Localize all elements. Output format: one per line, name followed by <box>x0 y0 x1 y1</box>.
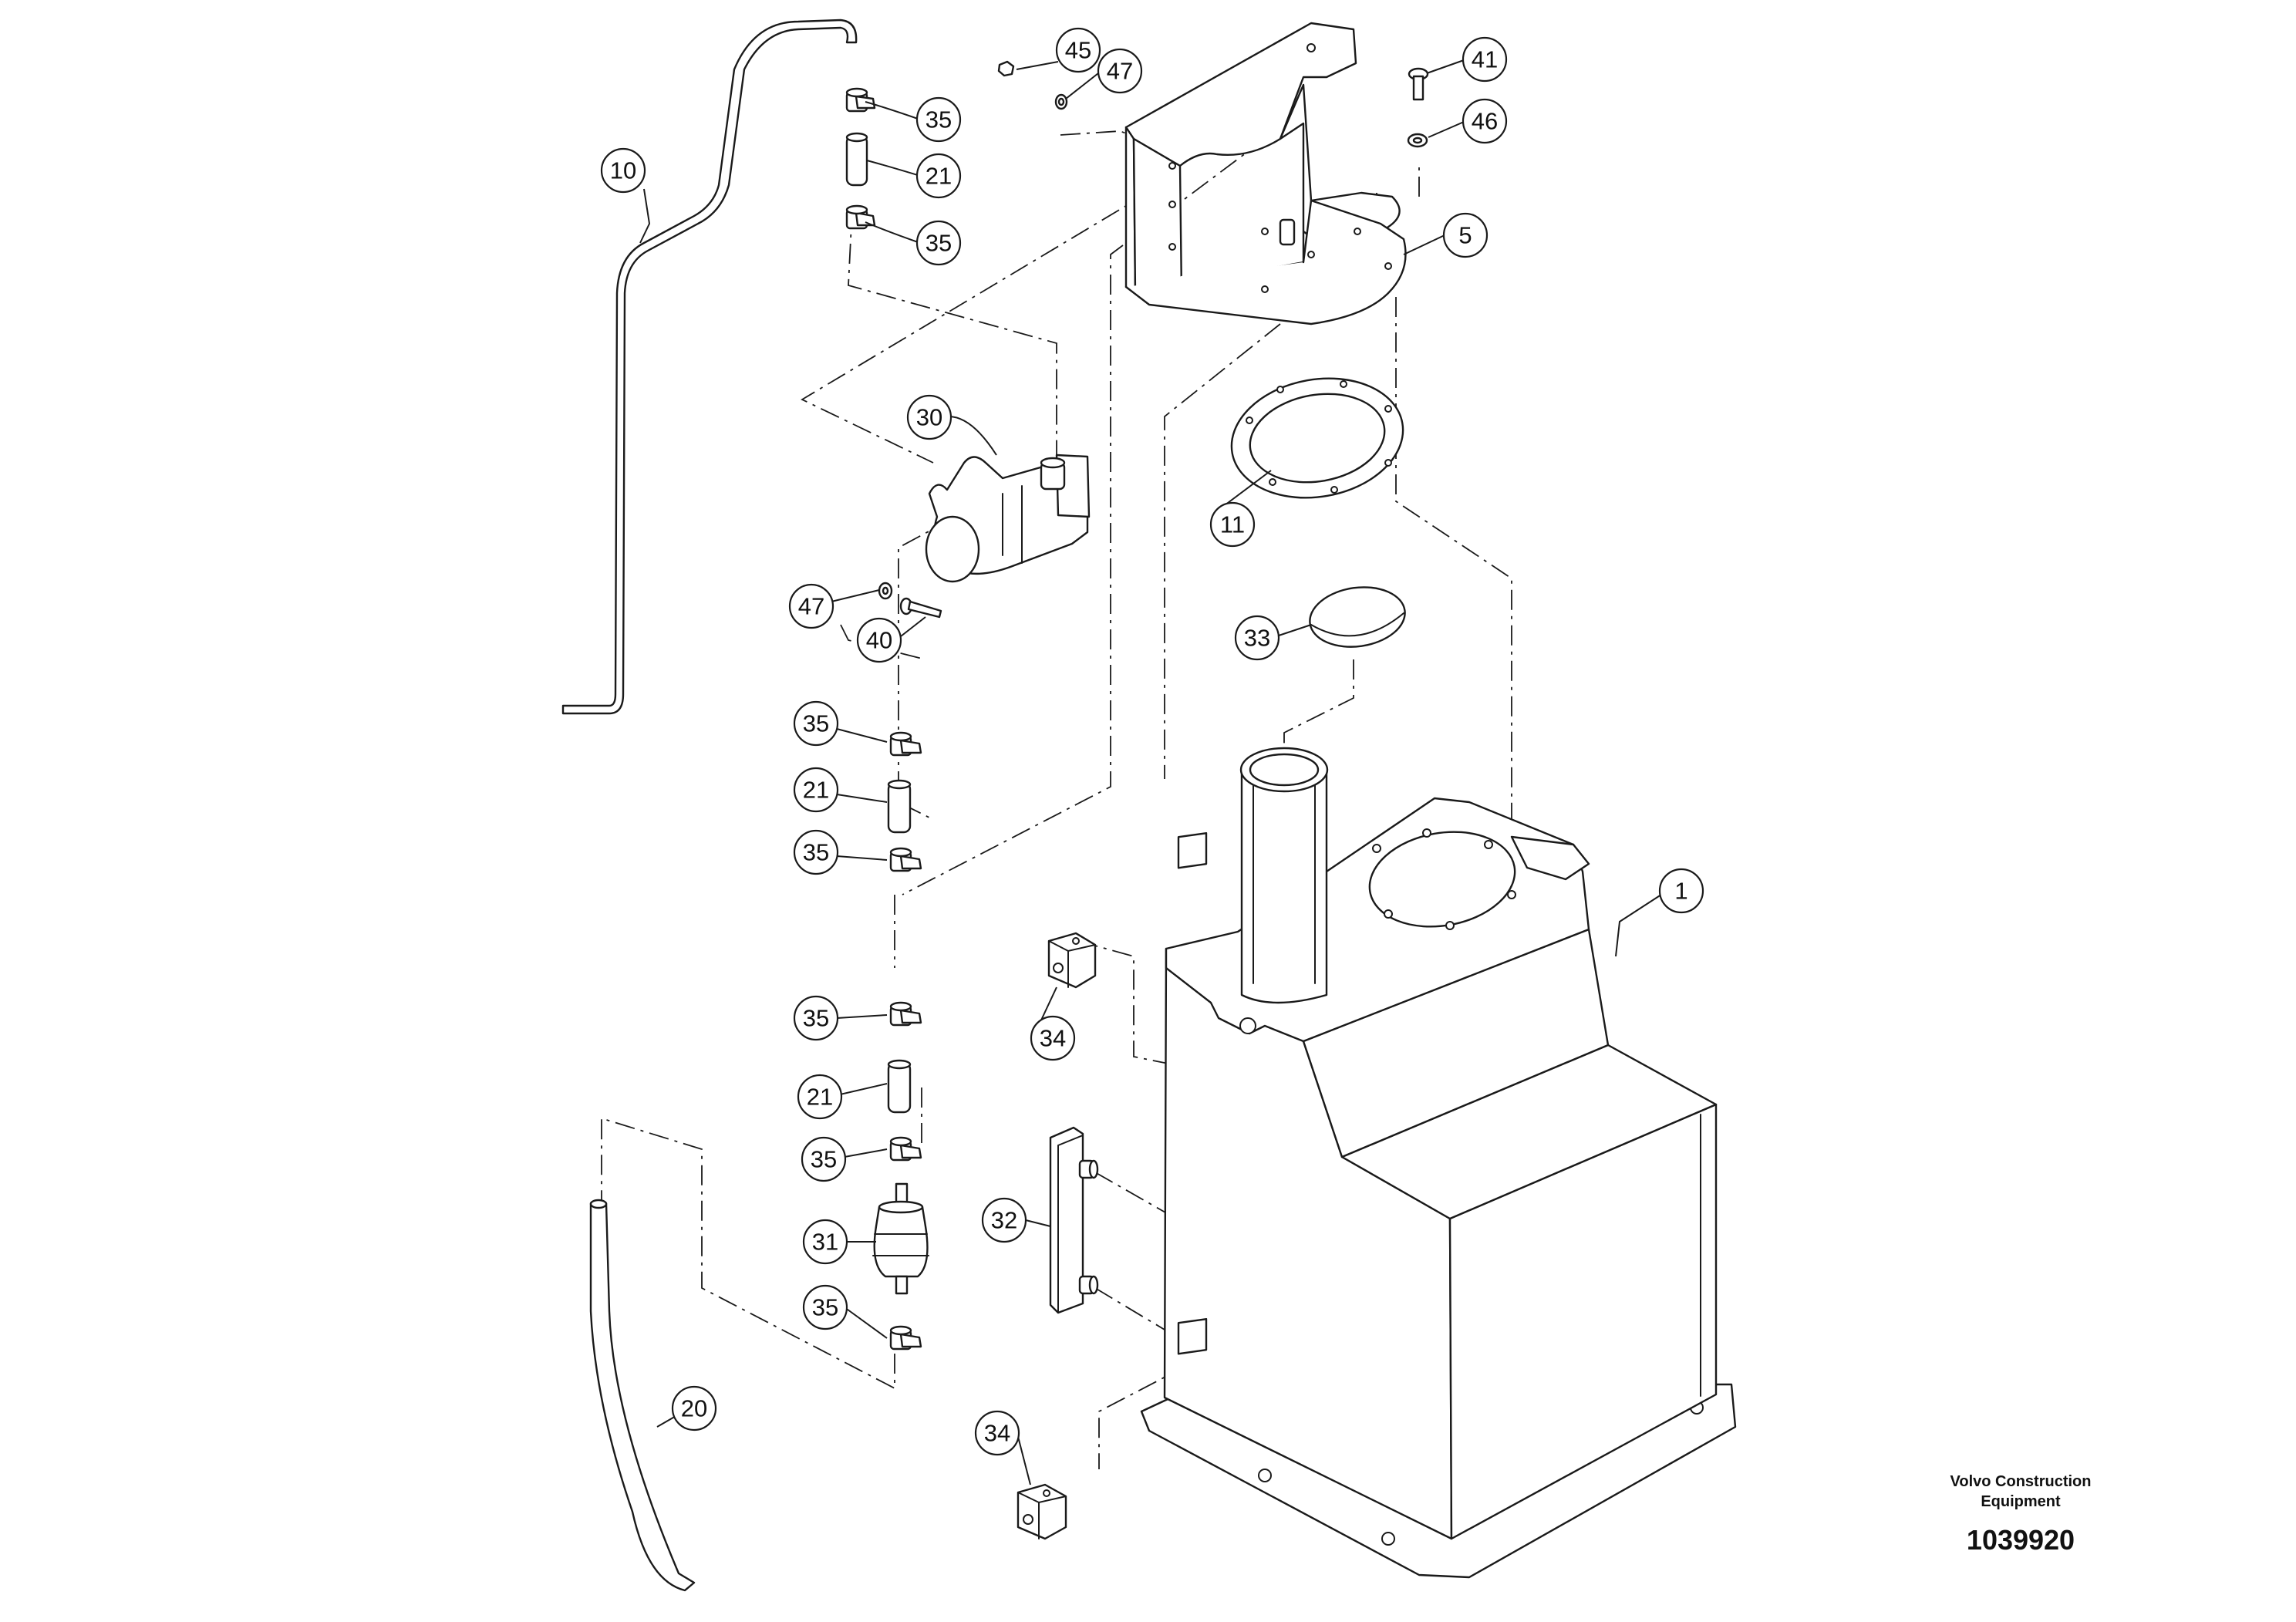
title-block: Volvo Construction Equipment 1039920 <box>1905 1472 2136 1556</box>
balloon-11: 11 <box>1209 501 1256 548</box>
balloon-34-bottom: 34 <box>974 1410 1020 1456</box>
brand-line-2: Equipment <box>1981 1493 2061 1510</box>
bolt-40 <box>899 597 942 619</box>
fitting-35-top <box>845 87 876 113</box>
balloon-21-b-label: 21 <box>803 777 829 804</box>
balloon-45-label: 45 <box>1065 37 1091 64</box>
balloon-10-label: 10 <box>610 157 636 184</box>
balloon-47-top-label: 47 <box>1107 58 1133 85</box>
balloon-35-c: 35 <box>793 700 839 747</box>
balloon-35-c-label: 35 <box>803 710 829 737</box>
balloon-21-a: 21 <box>915 153 962 199</box>
balloon-35-b-label: 35 <box>925 230 952 257</box>
brand-line-1: Volvo Construction <box>1950 1473 2092 1490</box>
balloon-34-bottom-label: 34 <box>984 1420 1010 1447</box>
balloon-30: 30 <box>906 394 952 440</box>
fitting-35-low-b <box>889 1136 922 1162</box>
balloon-34-top: 34 <box>1030 1015 1076 1061</box>
balloon-32-label: 32 <box>991 1207 1017 1234</box>
balloon-21-c: 21 <box>797 1074 843 1120</box>
balloon-47-top: 47 <box>1097 48 1143 94</box>
balloon-31: 31 <box>802 1219 848 1265</box>
nut-45 <box>997 60 1015 77</box>
balloon-35-e-label: 35 <box>803 1005 829 1032</box>
drawing-number: 1039920 <box>1966 1524 2075 1556</box>
washer-47-mid <box>878 582 893 600</box>
washer-46 <box>1407 133 1428 148</box>
hose-21-low <box>887 1059 912 1114</box>
block-34-top <box>1047 932 1097 989</box>
balloon-35-b: 35 <box>915 220 962 266</box>
sight-glass-32 <box>1049 1126 1099 1314</box>
balloon-35-a: 35 <box>915 96 962 143</box>
balloon-34-top-label: 34 <box>1040 1025 1066 1052</box>
gasket-11 <box>1230 377 1404 499</box>
leader-lines <box>639 59 1664 1485</box>
balloon-35-d: 35 <box>793 829 839 875</box>
balloon-40: 40 <box>856 617 902 663</box>
cap-33 <box>1309 586 1406 648</box>
balloon-11-label: 11 <box>1220 511 1245 538</box>
balloon-46-label: 46 <box>1472 108 1498 135</box>
balloon-33: 33 <box>1234 615 1280 661</box>
balloon-32: 32 <box>981 1197 1027 1243</box>
balloon-35-e: 35 <box>793 995 839 1041</box>
balloon-10: 10 <box>600 147 646 194</box>
filter-31 <box>872 1182 929 1295</box>
hose-21-mid <box>887 779 912 834</box>
balloon-41-label: 41 <box>1472 46 1498 73</box>
hose-21-top <box>845 132 868 187</box>
balloon-33-label: 33 <box>1244 625 1270 652</box>
balloon-35-g: 35 <box>802 1284 848 1330</box>
washer-47-top <box>1054 93 1068 110</box>
balloon-40-label: 40 <box>866 627 892 654</box>
balloon-35-f-label: 35 <box>811 1146 837 1173</box>
pump-motor-30 <box>925 454 1091 583</box>
balloon-20: 20 <box>671 1385 717 1431</box>
balloon-30-label: 30 <box>916 404 942 431</box>
balloon-21-a-label: 21 <box>925 163 952 190</box>
balloon-41: 41 <box>1462 36 1508 83</box>
block-34-bottom <box>1017 1483 1067 1540</box>
tank-1 <box>1140 747 1737 1579</box>
fitting-35-mid-b <box>889 847 922 872</box>
fitting-35-mid-a <box>889 731 922 757</box>
balloon-35-f: 35 <box>801 1136 847 1182</box>
tube-10 <box>561 19 858 715</box>
balloon-35-g-label: 35 <box>812 1294 838 1321</box>
bolt-41 <box>1408 67 1429 101</box>
balloon-5: 5 <box>1442 212 1489 258</box>
balloon-21-b: 21 <box>793 767 839 813</box>
assembly-lines <box>601 130 1512 1469</box>
balloon-46: 46 <box>1462 98 1508 144</box>
balloon-1-label: 1 <box>1674 878 1687 905</box>
balloon-31-label: 31 <box>812 1229 838 1256</box>
balloon-1: 1 <box>1658 868 1704 914</box>
hose-20 <box>589 1199 696 1592</box>
balloon-47-mid: 47 <box>788 583 834 629</box>
balloon-47-mid-label: 47 <box>798 593 824 620</box>
fitting-35-low-a <box>889 1001 922 1027</box>
balloon-35-d-label: 35 <box>803 839 829 866</box>
balloon-20-label: 20 <box>681 1395 707 1422</box>
bracket-5 <box>1124 22 1407 325</box>
balloon-45: 45 <box>1055 27 1101 73</box>
balloon-35-a-label: 35 <box>925 106 952 133</box>
balloon-5-label: 5 <box>1458 222 1472 249</box>
balloon-21-c-label: 21 <box>807 1084 833 1111</box>
fitting-35-bottom <box>889 1325 922 1351</box>
